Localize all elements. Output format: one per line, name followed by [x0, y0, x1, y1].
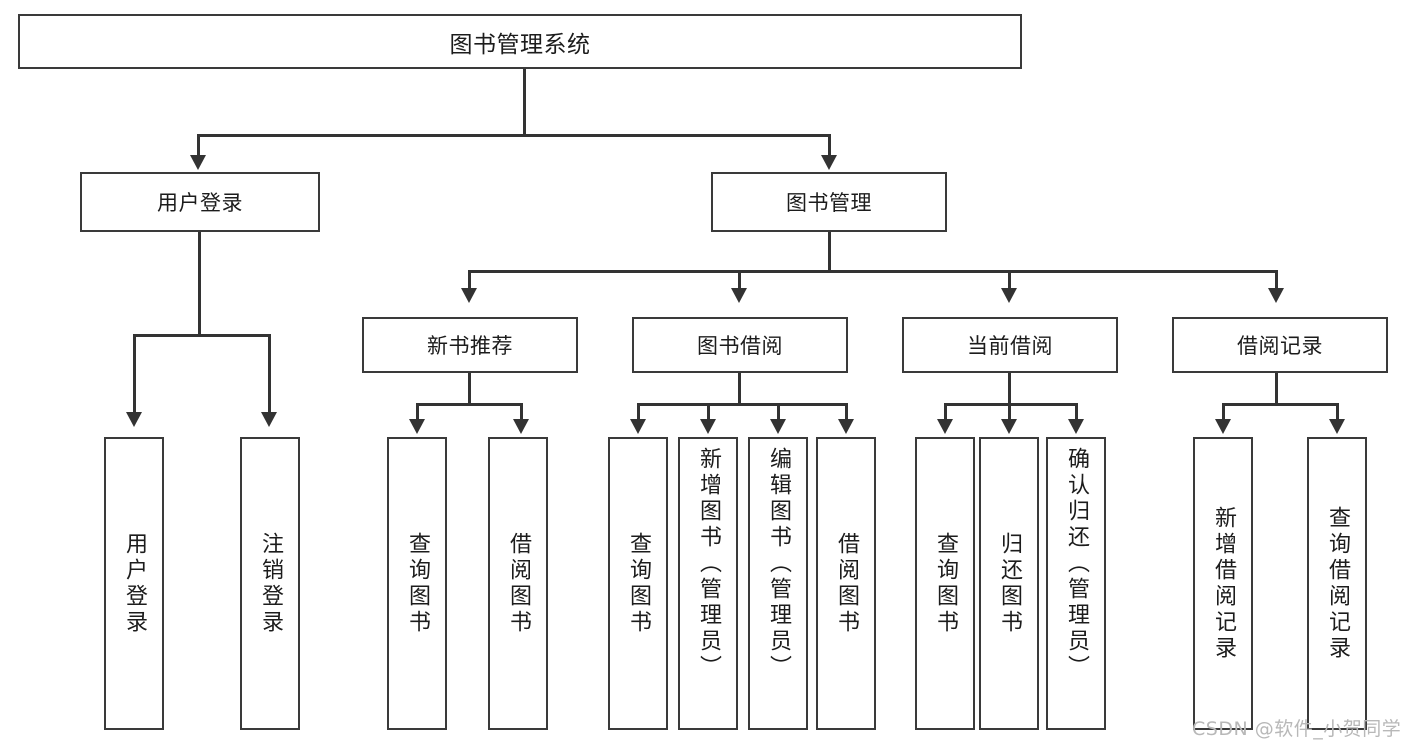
edge-current-borrow-leaf3: [1075, 403, 1078, 423]
arrow-to-book-manage: [821, 155, 837, 170]
arrow-user-login-leaf2: [261, 412, 277, 427]
leaf-book-borrow-query-book[interactable]: 查询图书: [608, 437, 668, 730]
edge-root-bar: [197, 134, 831, 137]
leaf-user-login-login[interactable]: 用户登录: [104, 437, 164, 730]
arrow-borrow-records-leaf2: [1329, 419, 1345, 434]
node-borrow-records[interactable]: 借阅记录: [1172, 317, 1388, 373]
arrow-to-book-borrow: [731, 288, 747, 303]
edge-to-book-borrow: [738, 270, 741, 292]
node-current-borrow[interactable]: 当前借阅: [902, 317, 1118, 373]
edge-user-login-leaf1: [133, 334, 136, 416]
edge-to-current-borrow: [1008, 270, 1011, 292]
node-user-login[interactable]: 用户登录: [80, 172, 320, 232]
leaf-user-login-logout[interactable]: 注销登录: [240, 437, 300, 730]
node-book-borrow[interactable]: 图书借阅: [632, 317, 848, 373]
arrow-current-borrow-leaf2: [1001, 419, 1017, 434]
edge-user-login-stem: [198, 232, 201, 337]
edge-user-login-bar: [133, 334, 270, 337]
edge-book-borrow-bar: [637, 403, 847, 406]
arrow-book-borrow-leaf4: [838, 419, 854, 434]
leaf-book-borrow-add-book-admin[interactable]: 新增图书（管理员）: [678, 437, 738, 730]
watermark-label: CSDN @软件_小贺同学: [1192, 718, 1402, 740]
edge-book-borrow-leaf4: [845, 403, 848, 423]
edge-root-stem: [523, 69, 526, 136]
arrow-book-borrow-leaf1: [630, 419, 646, 434]
edge-new-book-leaf1: [416, 403, 419, 423]
leaf-current-borrow-return-book[interactable]: 归还图书: [979, 437, 1039, 730]
node-new-book-recommend[interactable]: 新书推荐: [362, 317, 578, 373]
node-book-manage[interactable]: 图书管理: [711, 172, 947, 232]
arrow-to-new-book: [461, 288, 477, 303]
edge-current-borrow-stem: [1008, 373, 1011, 406]
leaf-book-borrow-borrow-book[interactable]: 借阅图书: [816, 437, 876, 730]
arrow-book-borrow-leaf3: [770, 419, 786, 434]
edge-book-manage-bar: [468, 270, 1278, 273]
leaf-current-borrow-query-book[interactable]: 查询图书: [915, 437, 975, 730]
edge-new-book-stem: [468, 373, 471, 406]
edge-root-to-book-manage: [828, 134, 831, 159]
edge-book-borrow-leaf1: [637, 403, 640, 423]
leaf-new-book-borrow-book[interactable]: 借阅图书: [488, 437, 548, 730]
leaf-current-borrow-confirm-return-admin[interactable]: 确认归还（管理员）: [1046, 437, 1106, 730]
edge-current-borrow-leaf2: [1008, 403, 1011, 423]
edge-book-borrow-leaf3: [777, 403, 780, 423]
arrow-current-borrow-leaf3: [1068, 419, 1084, 434]
edge-borrow-records-bar: [1222, 403, 1338, 406]
edge-to-new-book: [468, 270, 471, 292]
edge-new-book-bar: [416, 403, 523, 406]
edge-borrow-records-stem: [1275, 373, 1278, 406]
arrow-new-book-leaf1: [409, 419, 425, 434]
arrow-user-login-leaf1: [126, 412, 142, 427]
arrow-to-borrow-records: [1268, 288, 1284, 303]
edge-current-borrow-leaf1: [944, 403, 947, 423]
leaf-borrow-records-query-record[interactable]: 查询借阅记录: [1307, 437, 1367, 730]
leaf-borrow-records-add-record[interactable]: 新增借阅记录: [1193, 437, 1253, 730]
edge-to-borrow-records: [1275, 270, 1278, 292]
edge-user-login-leaf2: [268, 334, 271, 416]
arrow-current-borrow-leaf1: [937, 419, 953, 434]
leaf-book-borrow-edit-book-admin[interactable]: 编辑图书（管理员）: [748, 437, 808, 730]
arrow-book-borrow-leaf2: [700, 419, 716, 434]
arrow-borrow-records-leaf1: [1215, 419, 1231, 434]
edge-current-borrow-bar: [944, 403, 1078, 406]
arrow-to-current-borrow: [1001, 288, 1017, 303]
edge-borrow-records-leaf2: [1336, 403, 1339, 423]
edge-root-to-user-login: [197, 134, 200, 159]
arrow-to-user-login: [190, 155, 206, 170]
edge-borrow-records-leaf1: [1222, 403, 1225, 423]
leaf-new-book-query-book[interactable]: 查询图书: [387, 437, 447, 730]
edge-book-borrow-leaf2: [707, 403, 710, 423]
edge-book-manage-stem: [828, 232, 831, 273]
node-root-system[interactable]: 图书管理系统: [18, 14, 1022, 69]
arrow-new-book-leaf2: [513, 419, 529, 434]
edge-new-book-leaf2: [520, 403, 523, 423]
edge-book-borrow-stem: [738, 373, 741, 406]
